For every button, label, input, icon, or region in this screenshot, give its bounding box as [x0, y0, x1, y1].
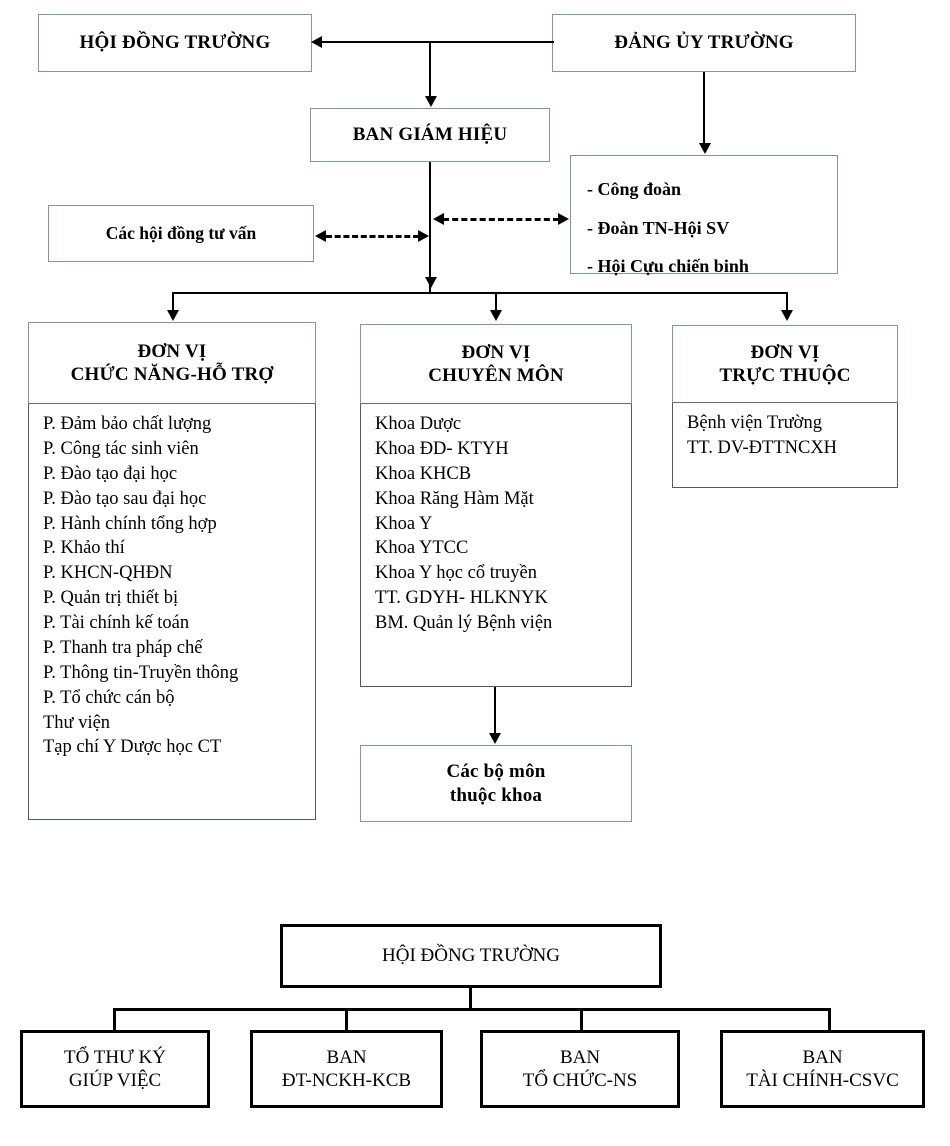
unit-header-line2: TRỰC THUỘC — [719, 365, 851, 386]
list-item: Khoa ĐD- KTYH — [375, 438, 509, 459]
arrowhead-unit-2 — [490, 310, 502, 321]
box-cac-hoi-dong-tu-van: Các hội đồng tư vấn — [48, 205, 314, 262]
box-header-don-vi-truc-thuoc: ĐƠN VỊ TRỰC THUỘC — [672, 325, 898, 403]
list-don-vi-truc-thuoc: Bệnh viện Trường TT. DV-ĐTTNCXH — [672, 403, 898, 488]
arrowhead-to-departments — [489, 733, 501, 744]
arrowhead-dashed-left-advisory — [315, 230, 326, 242]
list-item: Khoa Răng Hàm Mặt — [375, 488, 534, 509]
child-line1: BAN — [802, 1046, 843, 1068]
arrowhead-dashed-right-organizations — [558, 213, 569, 225]
list-item: Khoa YTCC — [375, 538, 469, 559]
arrowhead-unit-3 — [781, 310, 793, 321]
child-line1: TỔ THƯ KÝ — [64, 1046, 166, 1068]
child-line2: ĐT-NCKH-KCB — [281, 1070, 412, 1091]
connector-bottom-bar — [113, 1008, 829, 1011]
list-item: P. Thanh tra pháp chế — [43, 637, 203, 658]
connector-drop-unit-2 — [495, 292, 497, 312]
unit-header-line2: CHUYÊN MÔN — [428, 365, 564, 386]
box-header-don-vi-chuyen-mon: ĐƠN VỊ CHUYÊN MÔN — [360, 324, 632, 404]
box-label: BAN GIÁM HIỆU — [352, 124, 508, 146]
box-label: HỘI ĐỒNG TRƯỜNG — [382, 945, 560, 967]
box-hoi-dong-truong-top: HỘI ĐỒNG TRƯỜNG — [38, 14, 312, 72]
list-item: TT. GDYH- HLKNYK — [375, 588, 548, 609]
list-item: BM. Quản lý Bệnh viện — [375, 613, 553, 633]
list-item: Thư viện — [43, 712, 111, 733]
list-item: P. Công tác sinh viên — [43, 438, 199, 459]
list-item: Bệnh viện Trường — [687, 413, 822, 433]
list-item: P. Tổ chức cán bộ — [43, 687, 175, 708]
connector-down-to-board — [429, 41, 431, 97]
list-item: P. Quản trị thiết bị — [43, 588, 179, 609]
connector-drop-child-4 — [828, 1008, 831, 1032]
arrowhead-trunk-fanout — [425, 277, 437, 288]
child-line1: BAN — [326, 1046, 367, 1068]
connector-drop-child-1 — [113, 1008, 116, 1032]
child-line2: TỔ CHỨC-NS — [522, 1070, 638, 1091]
unit-header-line2: CHỨC NĂNG-HỖ TRỢ — [70, 364, 274, 385]
connector-drop-child-2 — [345, 1008, 348, 1032]
child-line2: TÀI CHÍNH-CSVC — [746, 1070, 899, 1091]
list-item: P. KHCN-QHĐN — [43, 563, 173, 584]
list-item: Khoa Y — [375, 513, 433, 534]
box-dang-uy-truong: ĐẢNG ỦY TRƯỜNG — [552, 14, 856, 72]
list-item: P. Tài chính kế toán — [43, 613, 190, 633]
organization-item: - Công đoàn — [587, 179, 682, 199]
box-ban-to-chuc-ns: BAN TỔ CHỨC-NS — [480, 1030, 680, 1108]
departments-line2: thuộc khoa — [449, 784, 543, 806]
box-ban-giam-hieu: BAN GIÁM HIỆU — [310, 108, 550, 162]
arrowhead-unit-1 — [167, 310, 179, 321]
arrowhead-to-council — [311, 36, 322, 48]
box-ban-tai-chinh-csvc: BAN TÀI CHÍNH-CSVC — [720, 1030, 925, 1108]
list-don-vi-chuyen-mon: Khoa Dược Khoa ĐD- KTYH Khoa KHCB Khoa R… — [360, 404, 632, 687]
box-label: ĐẢNG ỦY TRƯỜNG — [614, 32, 794, 54]
dashed-link-advisory-board — [326, 235, 419, 238]
list-item: Khoa Y học cổ truyền — [375, 563, 537, 584]
box-label: HỘI ĐỒNG TRƯỜNG — [79, 32, 271, 54]
box-to-thu-ky-giup-viec: TỔ THƯ KÝ GIÚP VIỆC — [20, 1030, 210, 1108]
list-item: P. Thông tin-Truyền thông — [43, 662, 239, 683]
connector-drop-unit-3 — [786, 292, 788, 312]
box-header-don-vi-chuc-nang-ho-tro: ĐƠN VỊ CHỨC NĂNG-HỖ TRỢ — [28, 322, 316, 404]
unit-header-line1: ĐƠN VỊ — [461, 341, 531, 363]
box-mass-organizations: - Công đoàn - Đoàn TN-Hội SV - Hội Cựu c… — [570, 155, 838, 276]
list-item: P. Đào tạo sau đại học — [43, 488, 207, 509]
list-item: TT. DV-ĐTTNCXH — [687, 437, 838, 458]
list-item: P. Đảm bảo chất lượng — [43, 414, 212, 434]
arrowhead-dashed-left-organizations — [433, 213, 444, 225]
child-line1: BAN — [559, 1046, 601, 1068]
arrowhead-to-organizations — [699, 143, 711, 154]
list-item: Khoa Dược — [375, 414, 462, 434]
organization-item: - Đoàn TN-Hội SV — [587, 217, 730, 238]
arrowhead-to-board — [425, 96, 437, 107]
connector-board-trunk — [429, 162, 431, 292]
organization-item: - Hội Cựu chiến binh — [587, 256, 749, 277]
list-item: P. Đào tạo đại học — [43, 463, 178, 484]
connector-party-to-council — [322, 41, 554, 43]
unit-header-line1: ĐƠN VỊ — [137, 340, 207, 362]
list-item: Tạp chí Y Dược học CT — [43, 737, 222, 758]
box-hoi-dong-truong-bottom: HỘI ĐỒNG TRƯỜNG — [280, 924, 662, 988]
connector-drop-child-3 — [580, 1008, 583, 1032]
list-item: P. Hành chính tổng hợp — [43, 513, 217, 534]
connector-units-bar — [172, 292, 788, 294]
box-cac-bo-mon-thuoc-khoa: Các bộ môn thuộc khoa — [360, 745, 632, 822]
box-label: Các hội đồng tư vấn — [105, 222, 257, 243]
arrowhead-dashed-right-advisory — [418, 230, 429, 242]
list-item: P. Khảo thí — [43, 538, 125, 559]
child-line2: GIÚP VIỆC — [68, 1070, 162, 1091]
connector-chuyen-mon-to-departments — [494, 687, 496, 735]
connector-party-to-organizations — [703, 72, 705, 144]
dashed-link-board-organizations — [443, 218, 559, 221]
connector-drop-unit-1 — [172, 292, 174, 312]
list-item: Khoa KHCB — [375, 463, 472, 484]
departments-line1: Các bộ môn — [446, 761, 546, 783]
connector-root-trunk — [469, 988, 472, 1010]
unit-header-line1: ĐƠN VỊ — [750, 341, 820, 363]
box-ban-dt-nckh-kcb: BAN ĐT-NCKH-KCB — [250, 1030, 443, 1108]
list-don-vi-chuc-nang-ho-tro: P. Đảm bảo chất lượng P. Công tác sinh v… — [28, 404, 316, 820]
